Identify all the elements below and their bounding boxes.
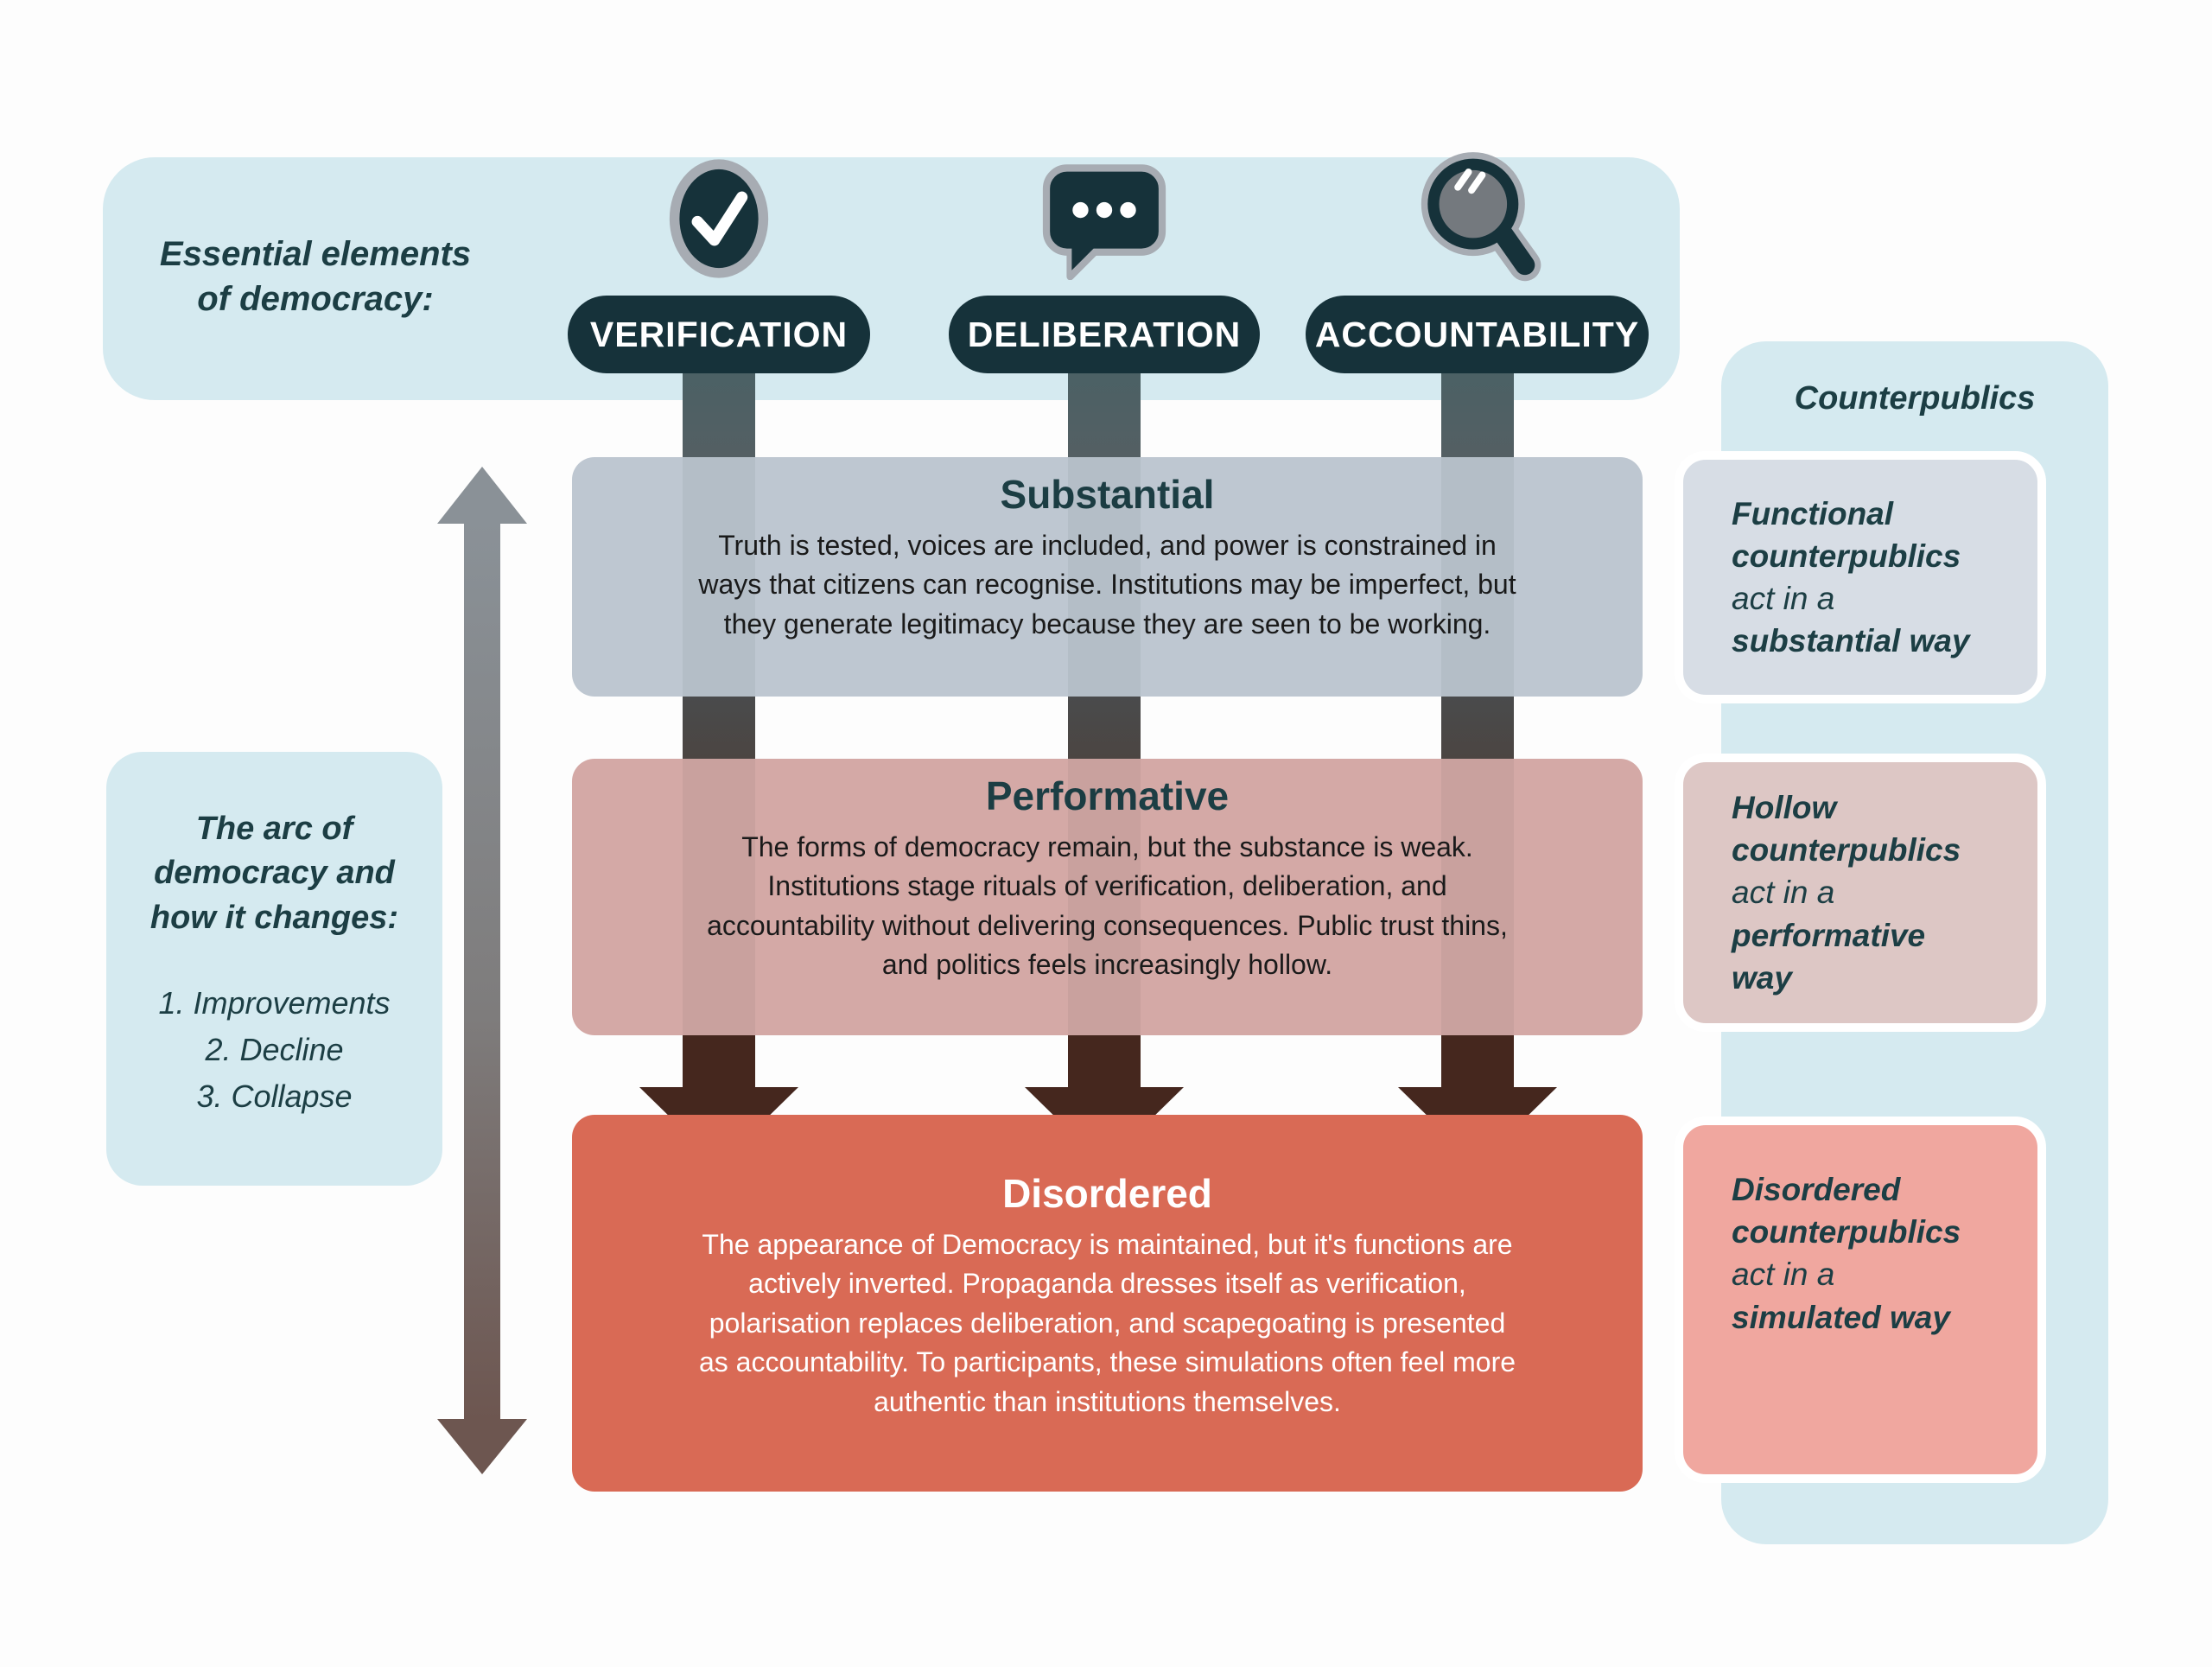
check-icon xyxy=(669,159,769,278)
box-line: substantial way xyxy=(1732,623,1970,659)
arc-heading: The arc of democracy and how it changes: xyxy=(124,807,425,940)
box-line: act in a xyxy=(1732,581,1835,616)
box-line: way xyxy=(1732,959,1792,996)
performative-title: Performative xyxy=(985,773,1230,818)
arc-stage-decline: 2. Decline xyxy=(205,1031,344,1067)
box-line: counterpublics xyxy=(1732,832,1961,868)
disordered-band: Disordered The appearance of Democracy i… xyxy=(572,1115,1643,1492)
arc-stage-improvements: 1. Improvements xyxy=(158,984,391,1021)
substantial-band: Substantial Truth is tested, voices are … xyxy=(572,457,1643,697)
disordered-body: The appearance of Democracy is maintaine… xyxy=(698,1229,1516,1417)
verification-pill: VERIFICATION xyxy=(568,296,870,373)
verification-connector-bottom xyxy=(683,1035,755,1089)
column-stripe xyxy=(1068,759,1141,1035)
box-line: counterpublics xyxy=(1732,1214,1961,1250)
column-stripe xyxy=(1441,457,1514,697)
box-line: simulated way xyxy=(1732,1299,1950,1335)
essential-elements-label-line2: of democracy: xyxy=(197,280,434,318)
deliberation-pill-label: DELIBERATION xyxy=(967,314,1242,354)
deliberation-connector-top xyxy=(1068,372,1141,457)
accountability-pill: ACCOUNTABILITY xyxy=(1306,296,1649,373)
verification-connector-top xyxy=(683,372,755,457)
accountability-connector-top xyxy=(1441,372,1514,457)
arc-heading-line3: how it changes: xyxy=(149,899,399,936)
arc-arrow-down-head xyxy=(437,1419,527,1474)
arc-stage-list: 1. Improvements 2. Decline 3. Collapse xyxy=(124,980,425,1120)
substantial-title: Substantial xyxy=(1000,472,1215,517)
deliberation-pill: DELIBERATION xyxy=(949,296,1260,373)
box-line: act in a xyxy=(1732,875,1835,911)
accountability-connector-bottom xyxy=(1441,1035,1514,1089)
box-line: performative xyxy=(1732,917,1926,953)
essential-elements-label-line1: Essential elements xyxy=(159,235,472,273)
performative-body: The forms of democracy remain, but the s… xyxy=(707,831,1508,981)
substantial-body: Truth is tested, voices are included, an… xyxy=(698,530,1516,639)
arc-heading-line1: The arc of xyxy=(195,811,353,847)
counterpublics-heading: Counterpublics xyxy=(1794,380,2036,417)
functional-counterpublics-box: Functional counterpublics act in a subst… xyxy=(1675,451,2046,703)
accountability-connector-mid xyxy=(1441,697,1514,759)
deliberation-connector-bottom xyxy=(1068,1035,1141,1089)
box-line: act in a xyxy=(1732,1257,1835,1293)
essential-elements-label: Essential elements of democracy: xyxy=(130,232,501,321)
verification-connector-mid xyxy=(683,697,755,759)
box-line: Hollow xyxy=(1732,789,1837,825)
arc-of-democracy-box: The arc of democracy and how it changes:… xyxy=(106,752,442,1186)
column-stripe xyxy=(683,457,755,697)
box-line: Disordered xyxy=(1732,1172,1901,1207)
arc-arrow-up-head xyxy=(437,467,527,524)
speech-bubble-icon xyxy=(1042,164,1166,280)
disordered-title: Disordered xyxy=(1002,1171,1212,1216)
deliberation-connector-mid xyxy=(1068,697,1141,759)
arc-heading-line2: democracy and xyxy=(154,855,395,892)
arc-arrow-shaft xyxy=(464,522,500,1421)
column-stripe xyxy=(1068,457,1141,697)
column-stripe xyxy=(683,759,755,1035)
disordered-counterpublics-box: Disordered counterpublics act in a simul… xyxy=(1675,1117,2046,1483)
column-stripe xyxy=(1441,759,1514,1035)
performative-band: Performative The forms of democracy rema… xyxy=(572,759,1643,1035)
box-line: counterpublics xyxy=(1732,538,1961,574)
accountability-pill-label: ACCOUNTABILITY xyxy=(1314,314,1640,354)
arc-stage-collapse: 3. Collapse xyxy=(196,1078,353,1114)
box-line: Functional xyxy=(1732,495,1894,531)
magnifier-icon xyxy=(1421,152,1541,282)
verification-pill-label: VERIFICATION xyxy=(589,314,849,354)
hollow-counterpublics-box: Hollow counterpublics act in a performat… xyxy=(1675,754,2046,1032)
